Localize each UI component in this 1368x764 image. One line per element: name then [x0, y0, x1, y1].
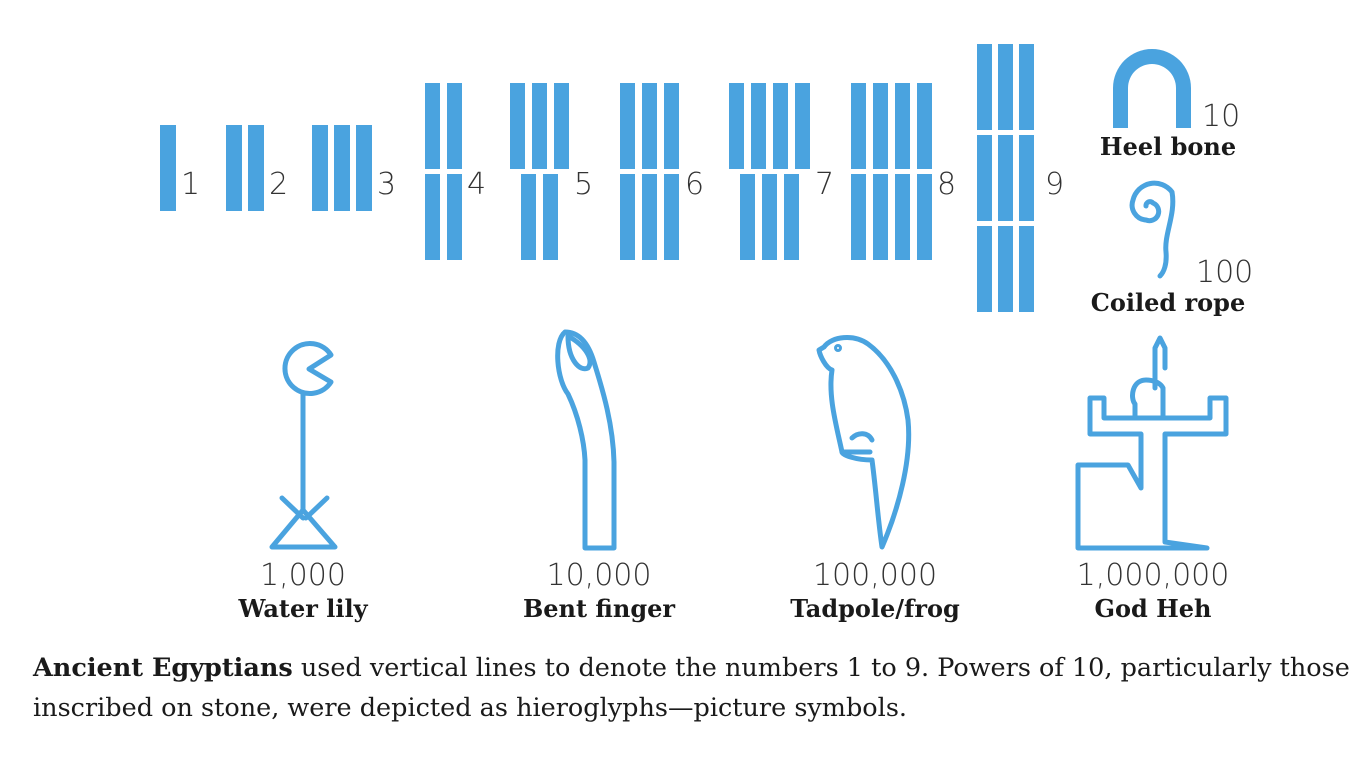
- god-heh-icon: [1075, 335, 1229, 551]
- numeral-label-8: 8: [937, 167, 956, 202]
- hieroglyph-diagram: 1 2 3 4 5 6 7 8 9 10 Heel bone 100 Coile…: [160, 44, 1253, 623]
- caption: Ancient Egyptians used vertical lines to…: [33, 648, 1353, 728]
- stroke-group-3: [312, 125, 372, 211]
- stroke-group-4: [425, 83, 462, 260]
- god-heh-value: 1,000,000: [1077, 558, 1230, 593]
- stroke-group-6: [620, 83, 679, 260]
- water-lily-icon: [269, 341, 338, 550]
- numeral-label-9: 9: [1045, 167, 1064, 202]
- numeral-label-3: 3: [377, 167, 396, 202]
- coiled-rope-value: 100: [1196, 255, 1253, 290]
- tadpole-frog-label: Tadpole/frog: [790, 594, 960, 623]
- numeral-label-4: 4: [467, 167, 486, 202]
- bent-finger-value: 10,000: [547, 558, 652, 593]
- coiled-rope-icon: [1129, 180, 1176, 279]
- numeral-label-2: 2: [269, 167, 288, 202]
- stroke-group-2: [226, 125, 264, 211]
- bent-finger-icon: [555, 329, 617, 551]
- stroke-group-9: [977, 44, 1034, 312]
- tadpole-frog-value: 100,000: [813, 558, 937, 593]
- heel-bone-value: 10: [1202, 99, 1240, 134]
- god-heh-label: God Heh: [1094, 594, 1211, 623]
- numeral-label-7: 7: [815, 167, 834, 202]
- numeral-label-5: 5: [574, 167, 593, 202]
- numeral-label-6: 6: [685, 167, 704, 202]
- heel-bone-label: Heel bone: [1100, 132, 1236, 161]
- stroke-group-7: [729, 83, 810, 260]
- numeral-label-1: 1: [181, 167, 200, 202]
- coiled-rope-label: Coiled rope: [1091, 288, 1245, 317]
- caption-lead: Ancient Egyptians: [33, 653, 293, 683]
- stroke-group-1: [160, 125, 176, 211]
- caption-text: used vertical lines to denote the number…: [33, 653, 1350, 723]
- stroke-group-5: [510, 83, 569, 260]
- stroke-group-8: [851, 83, 932, 260]
- heel-bone-icon: [1113, 49, 1191, 128]
- water-lily-label: Water lily: [237, 594, 368, 623]
- water-lily-value: 1,000: [260, 558, 346, 593]
- bent-finger-label: Bent finger: [523, 594, 675, 623]
- tadpole-frog-icon: [816, 335, 912, 550]
